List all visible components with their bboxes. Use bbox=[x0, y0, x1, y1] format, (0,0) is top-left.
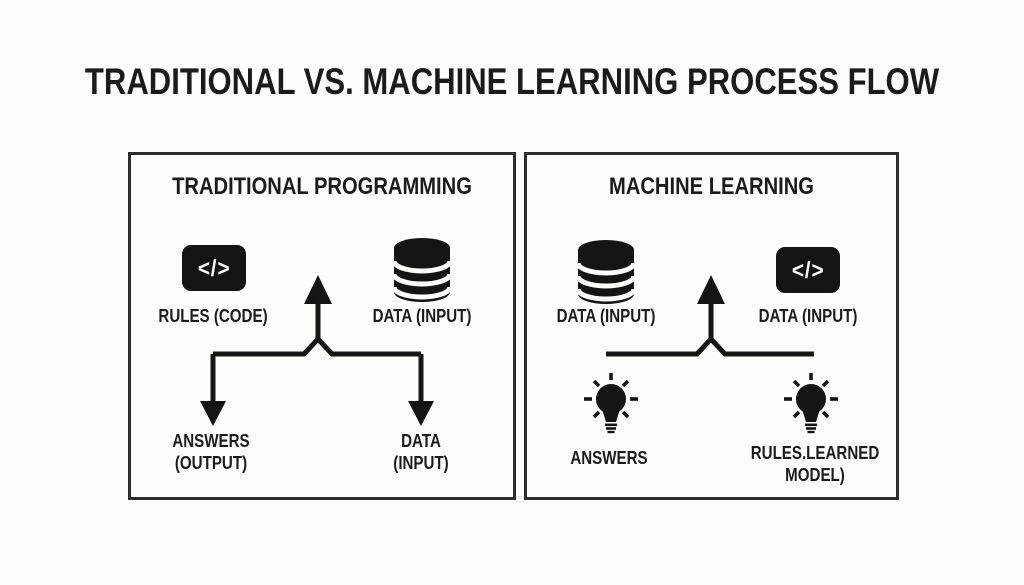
lightbulb-icon bbox=[784, 373, 838, 434]
output-line: RULES.LEARNED bbox=[750, 443, 880, 463]
code-glyph: </> bbox=[791, 256, 825, 283]
arrow-up-icon bbox=[697, 275, 725, 304]
database-icon bbox=[577, 240, 635, 304]
ml-flow-connector bbox=[606, 275, 814, 357]
ml-input-label-data-input-right: DATA (INPUT) bbox=[758, 306, 858, 326]
ml-input-label-data-input-left: DATA (INPUT) bbox=[556, 306, 656, 326]
output-line: (INPUT) bbox=[393, 452, 449, 473]
diagram-title: TRADITIONAL VS. MACHINE LEARNING PROCESS… bbox=[84, 61, 940, 102]
traditional-output-label-data-input: DATA (INPUT) bbox=[354, 431, 488, 474]
code-glyph: </> bbox=[197, 254, 231, 281]
arrow-up-icon bbox=[304, 275, 332, 304]
code-icon: </> bbox=[182, 245, 246, 291]
traditional-input-label-rules-code: RULES (CODE) bbox=[158, 306, 268, 326]
flow-fork bbox=[213, 335, 421, 357]
panel-traditional-programming: TRADITIONAL PROGRAMMING </> RULES (CODE)… bbox=[128, 152, 516, 500]
arrow-down-icon bbox=[200, 401, 226, 426]
flow-fork bbox=[606, 335, 814, 357]
output-line: MODEL) bbox=[785, 464, 845, 485]
panel-machine-learning: MACHINE LEARNING DATA (INPUT) </> DATA (… bbox=[524, 152, 899, 500]
output-line: ANSWERS bbox=[570, 448, 648, 468]
traditional-output-label-answers-output: ANSWERS (OUTPUT) bbox=[144, 431, 278, 474]
machine-learning-heading: MACHINE LEARNING bbox=[609, 173, 814, 200]
lightbulb-icon bbox=[584, 373, 638, 434]
traditional-flow-connector bbox=[200, 275, 434, 426]
database-icon bbox=[393, 238, 451, 302]
traditional-input-label-data-input: DATA (INPUT) bbox=[372, 306, 472, 326]
ml-output-label-answers: ANSWERS bbox=[542, 448, 676, 470]
arrow-down-icon bbox=[408, 401, 434, 426]
traditional-heading: TRADITIONAL PROGRAMMING bbox=[172, 173, 472, 200]
code-icon: </> bbox=[776, 247, 840, 293]
output-line: DATA bbox=[401, 431, 441, 451]
output-line: (OUTPUT) bbox=[174, 452, 248, 473]
output-line: ANSWERS bbox=[172, 431, 250, 451]
ml-output-label-rules-learned-model: RULES.LEARNED MODEL) bbox=[739, 443, 890, 486]
